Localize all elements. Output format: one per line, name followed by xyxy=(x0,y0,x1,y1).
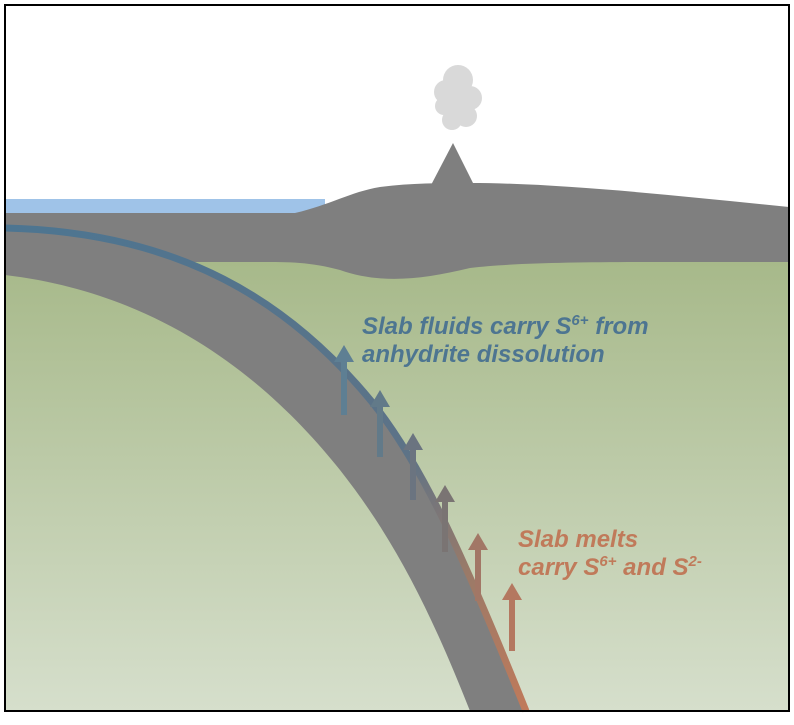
up-arrow-icon xyxy=(468,533,488,601)
subducting-slab xyxy=(5,225,528,711)
up-arrow-icon xyxy=(370,390,390,457)
ocean xyxy=(5,199,325,216)
up-arrow-icon xyxy=(435,485,455,552)
frame xyxy=(4,4,790,712)
fluid-arrows xyxy=(334,345,522,651)
overriding-crust xyxy=(5,183,789,279)
up-arrow-icon xyxy=(502,583,522,651)
melts-label-line2: carry S6+ and S2- xyxy=(518,553,702,581)
fluids-label-line2: anhydrite dissolution xyxy=(362,341,605,368)
fluids-label-line1: Slab fluids carry S6+ from xyxy=(362,312,649,340)
slab-top-stripe xyxy=(4,224,530,713)
melts-label-line1: Slab melts xyxy=(518,526,638,553)
volcano-icon xyxy=(430,143,475,187)
up-arrow-icon xyxy=(334,345,354,415)
up-arrow-icon xyxy=(403,433,423,500)
smoke-plume-icon xyxy=(434,65,482,130)
